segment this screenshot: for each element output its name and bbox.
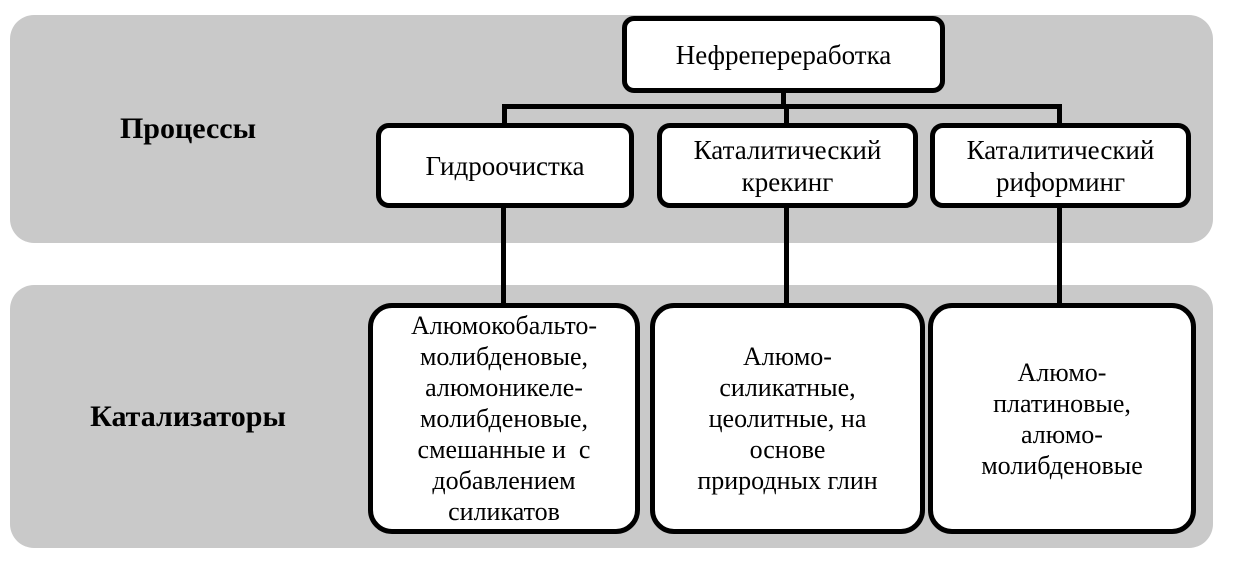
connector-root-stem: [781, 90, 786, 109]
node-process-hydrotreating: Гидроочистка: [376, 123, 634, 208]
node-process-catalytic-cracking: Каталитический крекинг: [657, 123, 918, 208]
connector-horizontal-bar: [502, 104, 1062, 109]
node-catalyst-reforming: Алюмо- платиновые, алюмо- молибденовые: [928, 303, 1196, 534]
connector-drop-hydrotreating: [502, 104, 507, 128]
node-process-catalytic-reforming: Каталитический риформинг: [930, 123, 1191, 208]
connector-drop-reforming: [1057, 104, 1062, 128]
node-catalyst-hydrotreating: Алюмокобальто- молибденовые, алюмоникеле…: [368, 303, 640, 534]
connector-cracking-to-catalyst: [784, 205, 789, 309]
processes-row-label: Процессы: [119, 112, 257, 145]
connector-hydrotreating-to-catalyst: [501, 205, 506, 308]
node-catalyst-cracking: Алюмо- силикатные, цеолитные, на основе …: [650, 303, 925, 534]
node-oil-refining: Нефрепереработка: [622, 16, 945, 93]
connector-drop-cracking: [784, 104, 789, 128]
catalysts-row-label: Катализаторы: [90, 400, 286, 433]
connector-reforming-to-catalyst: [1057, 205, 1062, 308]
